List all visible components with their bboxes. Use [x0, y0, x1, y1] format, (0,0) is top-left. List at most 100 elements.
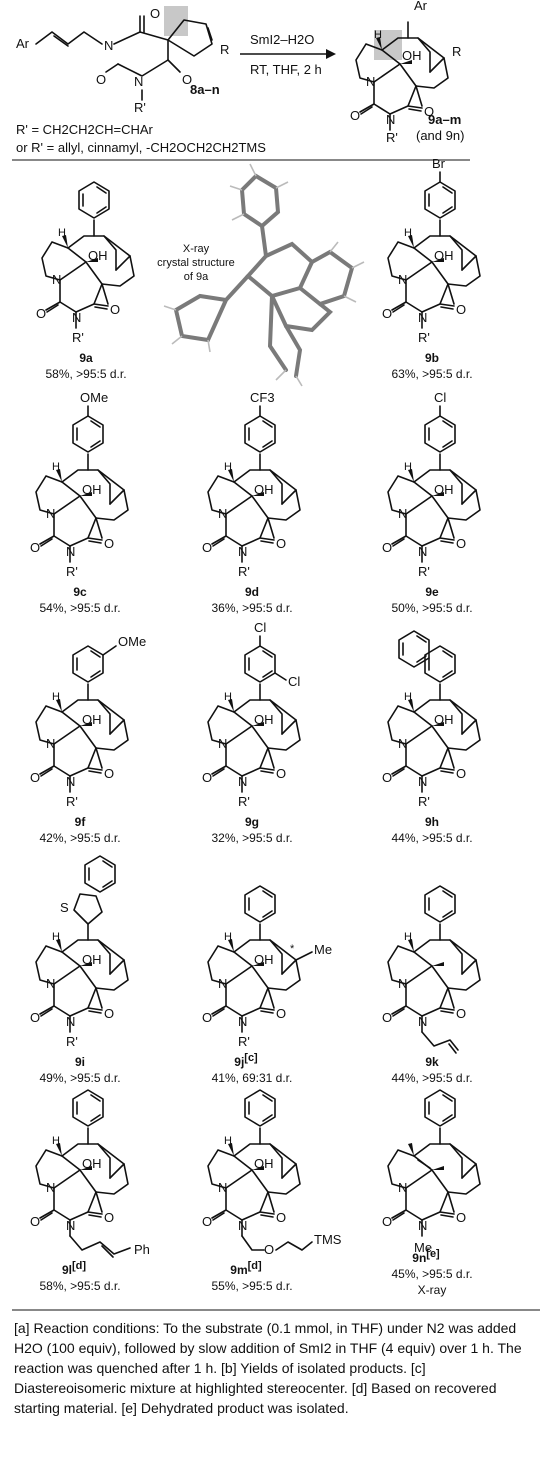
substituent-me: Me [414, 1240, 432, 1255]
atom-rprime: R' [66, 794, 78, 809]
atom-oh: OH [82, 1156, 102, 1171]
atom-o: O [202, 1010, 212, 1025]
atom-o: O [456, 766, 466, 781]
atom-o: O [104, 766, 114, 781]
atom-oh: OH [254, 482, 274, 497]
xray-caption-2: crystal structure [157, 257, 235, 269]
atom-o: O [104, 536, 114, 551]
atom-o: O [382, 306, 392, 321]
compound-9e-yield: 50%, >95:5 d.r. [391, 601, 472, 615]
atom-oh: OH [254, 1156, 274, 1171]
atom-h: H [224, 691, 232, 703]
atom-rprime: R' [238, 1034, 250, 1049]
conditions-label: RT, THF, 2 h [250, 62, 322, 77]
product-label-extra: (and 9n) [416, 128, 464, 143]
compound-9a-yield: 58%, >95:5 d.r. [45, 367, 126, 381]
atom-n: N [66, 774, 75, 789]
atom-o: O [264, 1242, 274, 1257]
compound-9i-label: 9i [75, 1055, 85, 1069]
atom-n: N [66, 1014, 75, 1029]
compound-9g-yield: 32%, >95:5 d.r. [211, 831, 292, 845]
atom-n: N [398, 976, 407, 991]
atom-n: N [218, 506, 227, 521]
atom-n: N [238, 1218, 247, 1233]
atom-n: N [72, 310, 81, 325]
atom-o: O [202, 540, 212, 555]
atom-n: N [398, 506, 407, 521]
compound-9b-label: 9b [425, 351, 439, 365]
compound-9i-yield: 49%, >95:5 d.r. [39, 1071, 120, 1085]
atom-ar: Ar [16, 36, 30, 51]
atom-h: H [404, 461, 412, 473]
atom-h: H [404, 691, 412, 703]
compound-9a-structure: H OH N O N O R' [36, 181, 135, 345]
atom-o: O [30, 770, 40, 785]
atom-r: R [220, 42, 229, 57]
xray-caption-1: X-ray [183, 243, 210, 255]
atom-o: O [276, 1006, 286, 1021]
atom-r: R [452, 44, 461, 59]
atom-o: O [104, 1210, 114, 1225]
rprime-definition-2: or R' = allyl, cinnamyl, -CH2OCH2CH2TMS [16, 140, 266, 155]
atom-o: O [276, 536, 286, 551]
atom-n: N [46, 736, 55, 751]
atom-h: H [224, 461, 232, 473]
atom-rprime: R' [134, 100, 146, 115]
atom-h: H [224, 931, 232, 943]
atom-rprime: R' [386, 130, 398, 145]
compound-9j-structure: * Me H OH N O N O R' [202, 885, 332, 1049]
atom-o: O [276, 766, 286, 781]
atom-n: N [52, 272, 61, 287]
atom-n: N [398, 272, 407, 287]
compound-9k-yield: 44%, >95:5 d.r. [391, 1071, 472, 1085]
atom-h: H [52, 1135, 60, 1147]
substituent-ph: Ph [134, 1242, 150, 1257]
atom-oh: OH [254, 952, 274, 967]
atom-o: O [36, 306, 46, 321]
atom-oh: OH [82, 952, 102, 967]
atom-h: H [224, 1135, 232, 1147]
atom-n: N [66, 544, 75, 559]
atom-n: N [46, 506, 55, 521]
atom-o: O [30, 1010, 40, 1025]
compound-9b-structure: Br H OH N O N O R' [382, 156, 481, 345]
atom-n: N [418, 1218, 427, 1233]
atom-n: N [218, 736, 227, 751]
compound-9c-yield: 54%, >95:5 d.r. [39, 601, 120, 615]
atom-o: O [350, 108, 360, 123]
substituent-me: Me [314, 942, 332, 957]
compound-9n-structure: N O N O Me [382, 1089, 481, 1255]
atom-o: O [382, 540, 392, 555]
atom-o: O [202, 1214, 212, 1229]
compound-9f-yield: 42%, >95:5 d.r. [39, 831, 120, 845]
compound-9n-xray: X-ray [418, 1283, 447, 1297]
atom-rprime: R' [72, 330, 84, 345]
compound-9e-structure: Cl H OH N O N O R' [382, 390, 481, 579]
compound-9d-label: 9d [245, 585, 259, 599]
compound-9j-label: 9j[c] [234, 1052, 258, 1069]
compound-9f-label: 9f [75, 815, 87, 829]
compound-9a-label: 9a [79, 351, 93, 365]
atom-o: O [456, 302, 466, 317]
atom-n: N [418, 310, 427, 325]
atom-oh: OH [254, 712, 274, 727]
compound-9l-structure: Ph H OH N O N O [30, 1089, 150, 1258]
atom-n: N [238, 774, 247, 789]
compound-9c-label: 9c [73, 585, 87, 599]
atom-n: N [418, 544, 427, 559]
atom-h: H [52, 461, 60, 473]
atom-oh: OH [88, 248, 108, 263]
compound-9i-structure: S H OH N O N O R' [30, 855, 129, 1049]
compound-9j-yield: 41%, 69:31 d.r. [212, 1071, 293, 1085]
atom-o: O [110, 302, 120, 317]
atom-oh: OH [402, 48, 422, 63]
xray-caption-3: of 9a [184, 271, 209, 283]
substituent-cl-ortho: Cl [288, 674, 300, 689]
atom-o: O [182, 72, 192, 87]
atom-oh: OH [434, 712, 454, 727]
atom-oh: OH [82, 712, 102, 727]
atom-n: N [46, 1180, 55, 1195]
atom-n: N [386, 112, 395, 127]
rprime-definition-1: R' = CH2CH2CH=CHAr [16, 122, 154, 137]
atom-o: O [202, 770, 212, 785]
